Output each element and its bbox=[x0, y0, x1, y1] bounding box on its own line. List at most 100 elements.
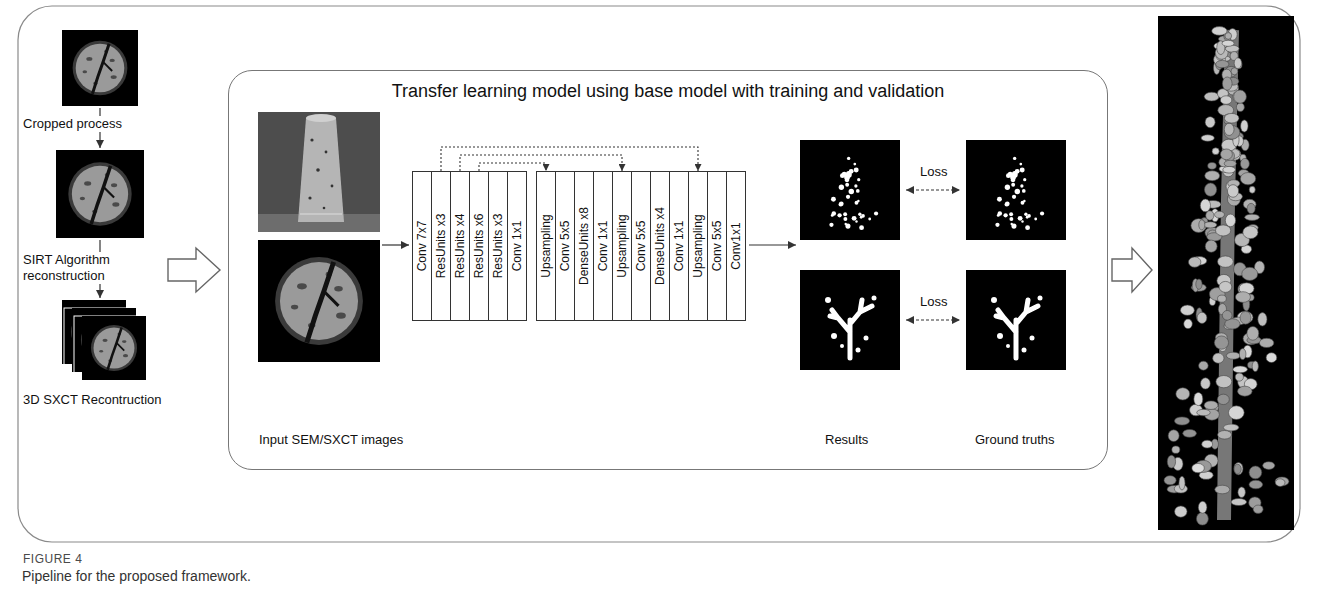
3d-render bbox=[1234, 463, 1243, 475]
3d-render bbox=[1200, 199, 1210, 212]
3d-render bbox=[1241, 120, 1248, 132]
block-arrow bbox=[1112, 248, 1152, 292]
layer-box: ResUnits x4 bbox=[450, 171, 470, 321]
outer-frame bbox=[18, 6, 1300, 542]
3d-render bbox=[1222, 77, 1232, 90]
layer-box: Conv1x1 bbox=[726, 171, 746, 321]
3d-render bbox=[1205, 240, 1217, 252]
3d-render bbox=[1204, 222, 1217, 228]
3d-render bbox=[1180, 305, 1194, 315]
3d-render bbox=[1164, 476, 1176, 485]
3d-render bbox=[1212, 148, 1219, 155]
sem-image bbox=[316, 168, 320, 172]
model-panel: Transfer learning model using base model… bbox=[228, 70, 1108, 470]
3d-render bbox=[1196, 512, 1208, 525]
3d-render bbox=[1224, 123, 1234, 135]
layer-box: Upsampling bbox=[536, 171, 556, 321]
3d-render bbox=[1223, 424, 1238, 431]
layer-box: ResUnits x3 bbox=[488, 171, 508, 321]
3d-render bbox=[1191, 219, 1206, 233]
sem-image bbox=[300, 214, 342, 215]
layer-label: ResUnits x3 bbox=[491, 214, 505, 279]
loss-arrow bbox=[906, 189, 960, 190]
3d-render bbox=[1208, 162, 1217, 169]
sxct-slice-raw bbox=[62, 30, 138, 106]
layer-box: ResUnits x3 bbox=[431, 171, 451, 321]
3d-render bbox=[1224, 113, 1239, 123]
3d-render bbox=[1216, 225, 1231, 236]
3d-render bbox=[1219, 281, 1232, 292]
3d-render bbox=[1204, 92, 1219, 101]
layer-label: DenseUnits x8 bbox=[577, 207, 591, 285]
3d-render bbox=[1204, 401, 1218, 410]
3d-render bbox=[1235, 292, 1250, 303]
3d-render bbox=[1204, 183, 1216, 196]
3d-render bbox=[1199, 220, 1205, 230]
skip-connection bbox=[441, 147, 698, 171]
layer-box: Conv 1x1 bbox=[593, 171, 613, 321]
layer-box: Conv 1x1 bbox=[669, 171, 689, 321]
flow-arrow bbox=[382, 244, 409, 245]
sxct-slice bbox=[82, 316, 146, 380]
3d-render bbox=[1218, 295, 1227, 302]
layer-box: Upsampling bbox=[688, 171, 708, 321]
3d-render bbox=[1249, 466, 1262, 479]
3d-render bbox=[1263, 462, 1275, 470]
3d-render bbox=[1249, 480, 1263, 489]
sxct-slice-cropped bbox=[56, 150, 144, 238]
sem-image bbox=[306, 114, 336, 122]
3d-render bbox=[1275, 477, 1289, 486]
3d-render bbox=[1220, 149, 1232, 160]
layer-label: Conv 7x7 bbox=[415, 221, 429, 272]
3d-render bbox=[1197, 312, 1207, 323]
3d-render bbox=[1239, 348, 1246, 359]
sem-image bbox=[331, 185, 334, 188]
3d-render bbox=[1215, 485, 1230, 494]
flow-arrow bbox=[749, 244, 796, 245]
sxct-slice-raw bbox=[62, 30, 138, 106]
3d-render bbox=[1174, 417, 1189, 425]
figure-number: FIGURE 4 bbox=[22, 551, 83, 567]
3d-render bbox=[1184, 319, 1193, 329]
3d-render bbox=[1235, 373, 1243, 381]
layer-label: Conv 5x5 bbox=[558, 221, 572, 272]
layer-box: Upsampling bbox=[612, 171, 632, 321]
3d-render bbox=[1245, 214, 1260, 220]
ground-truth-image bbox=[966, 140, 1066, 370]
3d-render bbox=[1225, 214, 1235, 227]
3d-render bbox=[1198, 501, 1207, 513]
3d-render bbox=[1197, 409, 1210, 416]
sem-image bbox=[258, 112, 380, 232]
3d-render bbox=[1215, 211, 1225, 218]
3d-render bbox=[1222, 311, 1232, 321]
3d-render bbox=[1253, 505, 1263, 513]
3d-render bbox=[1240, 158, 1249, 169]
3d-render bbox=[1226, 352, 1240, 359]
3d-render bbox=[1218, 256, 1234, 267]
3d-render bbox=[1216, 60, 1229, 67]
result-image bbox=[800, 140, 900, 240]
layer-label: Upsampling bbox=[691, 214, 705, 277]
3d-render bbox=[1176, 388, 1190, 400]
sxct-stack bbox=[62, 300, 154, 380]
3d-render bbox=[1220, 96, 1231, 105]
annotation-label: Input SEM/SXCT images bbox=[258, 432, 404, 448]
sem-image bbox=[325, 151, 328, 154]
3d-render bbox=[1275, 479, 1285, 487]
3d-render bbox=[1247, 203, 1255, 213]
layer-box: Conv 1x1 bbox=[507, 171, 527, 321]
annotation-label: Loss bbox=[919, 294, 948, 310]
3d-render bbox=[1217, 394, 1229, 404]
3d-render bbox=[1243, 226, 1258, 239]
3d-render bbox=[1192, 463, 1205, 472]
3d-render bbox=[1223, 166, 1236, 173]
3d-render bbox=[1194, 392, 1203, 405]
sxct-input-image bbox=[258, 240, 380, 362]
layer-label: Conv 5x5 bbox=[710, 221, 724, 272]
3d-render bbox=[1225, 33, 1232, 40]
ground-truth-image bbox=[966, 140, 1066, 240]
sxct-input-image bbox=[258, 240, 380, 362]
sem-image bbox=[308, 196, 311, 199]
3d-render bbox=[1234, 90, 1247, 103]
